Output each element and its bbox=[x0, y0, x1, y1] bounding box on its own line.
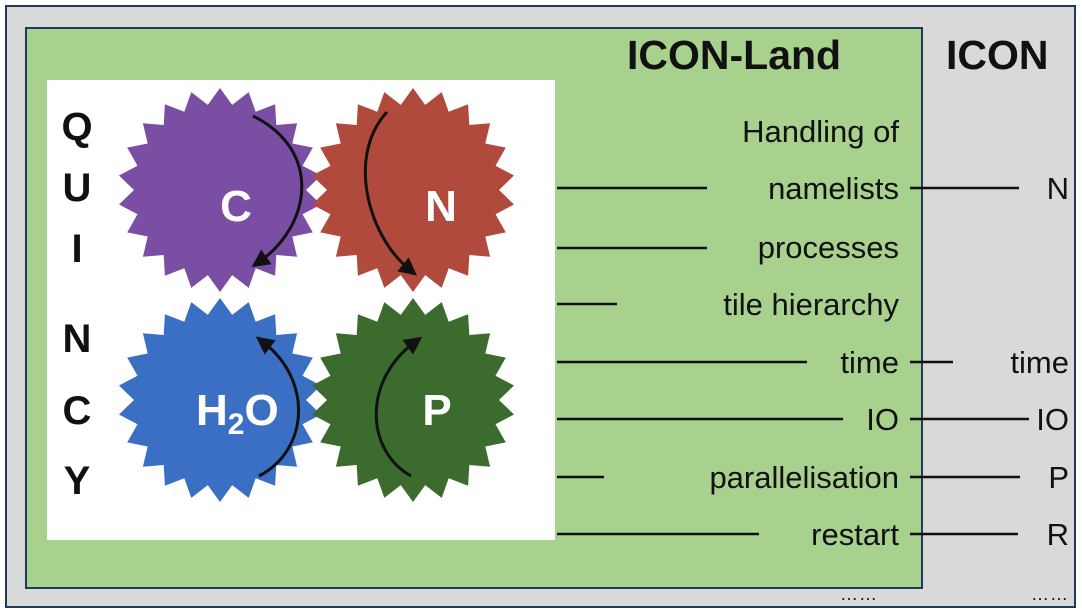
gear-label-p: P bbox=[422, 386, 451, 435]
acronym-letter-y: Y bbox=[64, 459, 91, 503]
item-io: IO bbox=[866, 402, 899, 437]
item-parallelisation: parallelisation bbox=[709, 460, 899, 495]
icon-item-io: IO bbox=[1036, 402, 1069, 437]
acronym-letter-n: N bbox=[63, 317, 92, 361]
item-time: time bbox=[840, 345, 899, 380]
cycle-arrow-water-icon bbox=[255, 336, 300, 478]
item-processes: processes bbox=[757, 230, 899, 265]
gear-label-h: H bbox=[196, 386, 228, 435]
icon-item-p: P bbox=[1048, 460, 1069, 495]
icon-item-n: N bbox=[1046, 171, 1069, 206]
item-namelists: namelists bbox=[768, 171, 899, 206]
gear-label-subscript-2: 2 bbox=[228, 408, 245, 441]
icon-land-ellipsis: …… bbox=[840, 584, 878, 604]
quincy-logo: Q U I N C Y C N H2O P bbox=[47, 80, 555, 540]
outer-frame: ICON-Land ICON Q U I N C Y C N H2O bbox=[5, 5, 1076, 608]
icon-item-r: R bbox=[1046, 517, 1069, 552]
cycle-arrow-nitrogen-icon bbox=[363, 110, 417, 276]
acronym-letter-q: Q bbox=[61, 105, 92, 149]
gear-carbon-icon bbox=[119, 88, 321, 292]
icon-item-time: time bbox=[1010, 345, 1069, 380]
handling-of-label: Handling of bbox=[742, 114, 899, 149]
gear-label-c: C bbox=[220, 182, 252, 231]
acronym-letter-u: U bbox=[63, 166, 92, 210]
acronym-letter-i: I bbox=[71, 227, 82, 271]
acronym-letter-c: C bbox=[63, 389, 92, 433]
icon-ellipsis: …… bbox=[1031, 584, 1069, 604]
gear-label-n: N bbox=[425, 182, 457, 231]
item-restart: restart bbox=[811, 517, 899, 552]
cycle-arrow-phosphorus-icon bbox=[374, 336, 423, 478]
icon-land-title: ICON-Land bbox=[627, 32, 842, 78]
quincy-logo-graphic: Q U I N C Y C N H2O P bbox=[61, 88, 514, 503]
gear-label-h2o: H2O bbox=[196, 386, 279, 441]
item-tile-hierarchy: tile hierarchy bbox=[723, 287, 899, 322]
icon-title: ICON bbox=[946, 32, 1049, 78]
cycle-arrow-carbon-icon bbox=[251, 114, 304, 268]
gear-phosphorus-icon bbox=[312, 298, 514, 502]
gear-label-o: O bbox=[244, 386, 278, 435]
gear-nitrogen-icon bbox=[312, 88, 514, 292]
